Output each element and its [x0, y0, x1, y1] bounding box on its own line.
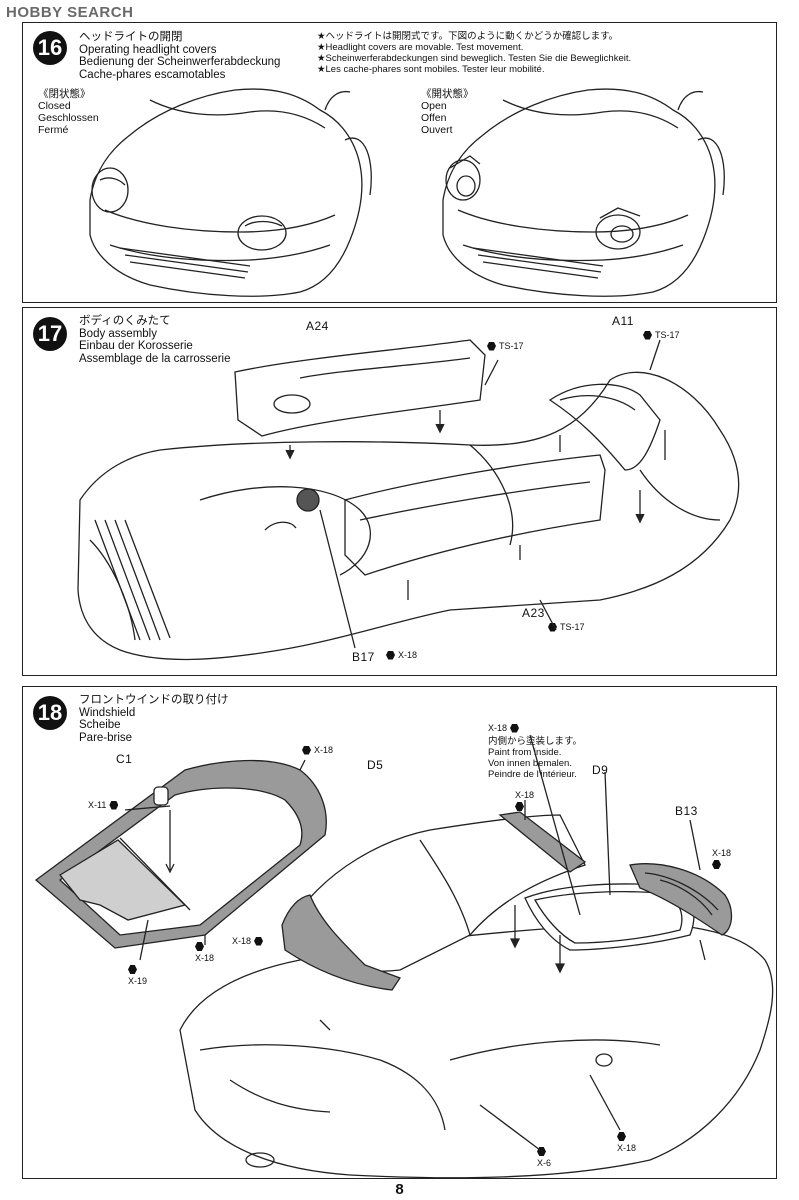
hex-screw-icon — [548, 622, 557, 632]
screw-x18-note: X-18 — [488, 723, 520, 733]
screw-x18-d5b: X-18 — [195, 942, 214, 963]
part-b13-label: B13 — [675, 804, 698, 818]
screw-x19: X-19 — [128, 965, 147, 986]
screw-x18-b17: X-18 — [386, 650, 417, 660]
hex-screw-icon — [195, 942, 204, 951]
step-16-notes: ★ヘッドライトは開閉式です。下図のように動くかどうか確認します。★Headlig… — [317, 31, 632, 75]
part-a11-label: A11 — [612, 314, 634, 328]
part-d9-label: D9 — [592, 763, 609, 777]
part-a11 — [548, 383, 661, 471]
part-a24-label: A24 — [306, 319, 329, 333]
step-16-badge: 16 — [33, 31, 67, 65]
part-b13 — [629, 863, 733, 936]
screw-ts17-right: TS-17 — [643, 330, 680, 340]
screw-x11: X-11 — [88, 800, 119, 810]
step-18-badge: 18 — [33, 696, 67, 730]
car-front-open — [442, 88, 725, 297]
hex-screw-icon — [617, 1132, 626, 1141]
part-b17-label: B17 — [352, 650, 375, 664]
hex-screw-icon — [643, 330, 652, 340]
hex-screw-icon — [302, 745, 311, 755]
screw-x18-front: X-18 — [232, 936, 264, 946]
screw-ts17-top: TS-17 — [487, 341, 524, 351]
hex-screw-icon — [254, 936, 264, 946]
part-a23-label: A23 — [522, 606, 545, 620]
hex-screw-icon — [128, 965, 137, 974]
hex-screw-icon — [386, 650, 395, 660]
screw-ts17-bottom: TS-17 — [548, 622, 585, 632]
part-a23 — [344, 454, 606, 576]
hex-screw-icon — [109, 800, 119, 810]
body-shell — [77, 371, 740, 661]
car-body-lower — [179, 923, 774, 1179]
hex-screw-icon — [515, 802, 524, 811]
step-18-panel — [22, 686, 777, 1179]
watermark: HOBBY SEARCH — [6, 4, 134, 21]
screw-x18-door: X-18 — [617, 1132, 636, 1153]
part-b17 — [296, 488, 320, 512]
step-16-panel — [22, 22, 777, 303]
step-17-panel — [22, 307, 777, 676]
car-front-closed — [89, 88, 372, 297]
screw-x18-top: X-18 — [302, 745, 333, 755]
screw-x18-b13: X-18 — [712, 848, 731, 869]
part-d5-front-strip — [281, 894, 401, 991]
screw-x18-roof: X-18 — [515, 790, 534, 811]
step-17-badge: 17 — [33, 317, 67, 351]
hex-screw-icon — [537, 1147, 546, 1156]
screw-x6: X-6 — [537, 1147, 551, 1168]
part-c1 — [153, 786, 169, 806]
part-a24 — [234, 339, 486, 437]
hex-screw-icon — [510, 723, 520, 733]
part-c1-label: C1 — [116, 752, 133, 766]
shaded-glass-area — [59, 839, 187, 921]
part-d5-label: D5 — [367, 758, 384, 772]
hex-screw-icon — [487, 341, 496, 351]
paint-note: 内側から塗装します。Paint from inside.Von innen be… — [488, 736, 583, 780]
page-number: 8 — [395, 1181, 404, 1198]
hex-screw-icon — [712, 860, 721, 869]
